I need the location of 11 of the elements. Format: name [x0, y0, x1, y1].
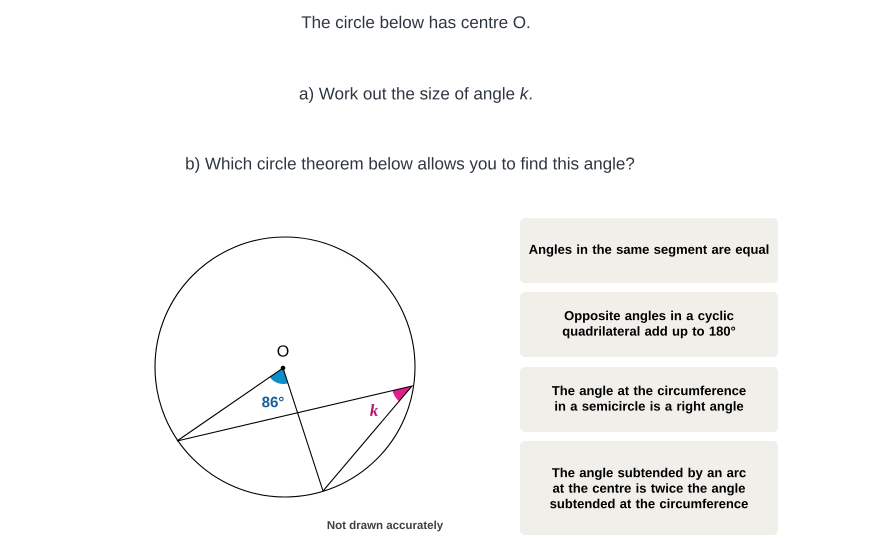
note-text: Not drawn accurately [328, 520, 444, 532]
question-text: The circle below has centre O. [302, 16, 530, 28]
theorem-box: Angles in the same segment are equal [520, 218, 778, 283]
theorem-box: The angle at the circumference in a semicircle is a right angle [520, 367, 778, 432]
theorem-box: The angle subtended by an arc at the centre is twice the angle subtended at the circumference [520, 441, 778, 535]
angle-label: 86° [262, 396, 284, 408]
question-text: b) Which circle theorem below allows you to find this angle? [186, 157, 634, 173]
point-label: O [278, 345, 288, 357]
theorem-box: Opposite angles in a cyclic quadrilateral add up to 180° [520, 292, 778, 357]
angle-label: k [370, 404, 378, 416]
question-text: a) Work out the size of angle k. [300, 87, 532, 103]
